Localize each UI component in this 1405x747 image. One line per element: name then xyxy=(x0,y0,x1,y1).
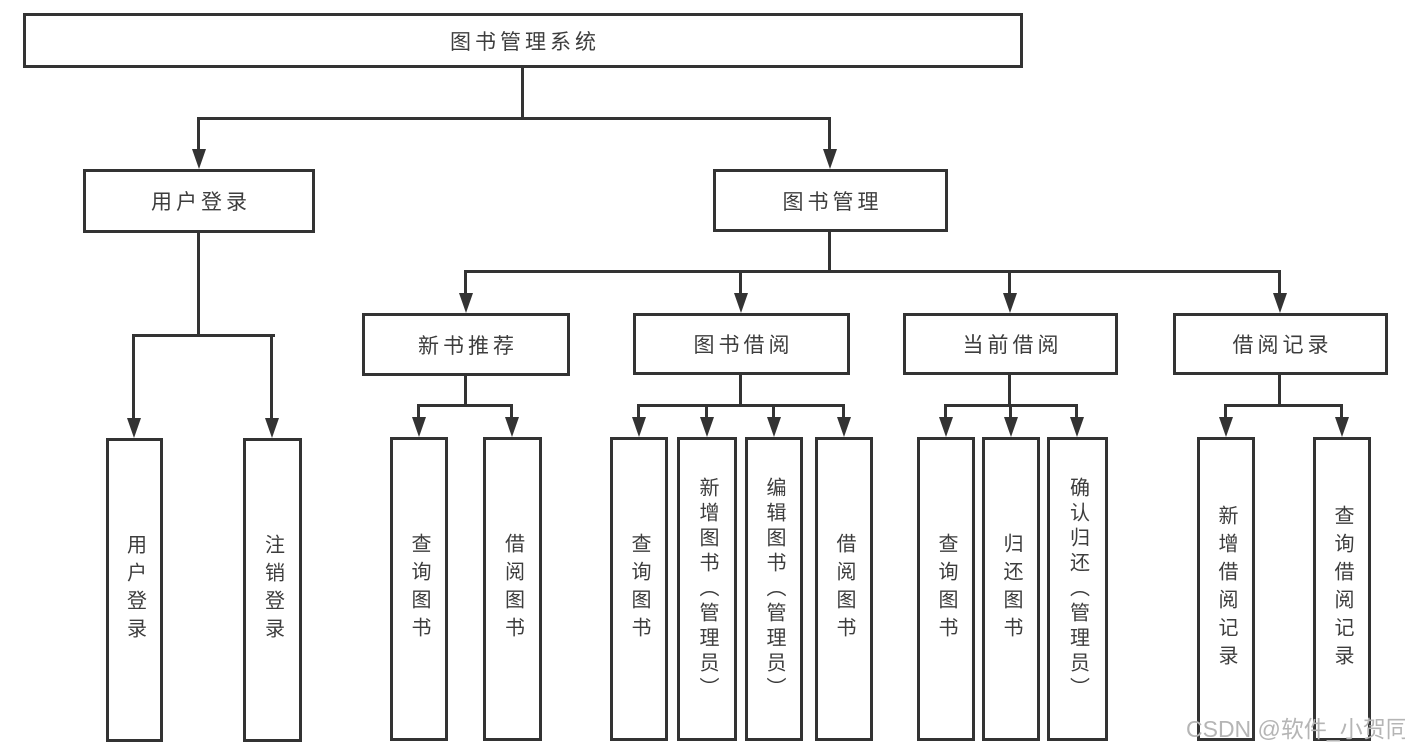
node-current-borrowing: 当前借阅 xyxy=(903,313,1118,375)
leaf-confirm-return-admin: 确认归还（管理员） xyxy=(1047,437,1108,741)
leaf-add-borrow-record: 新增借阅记录 xyxy=(1197,437,1255,741)
arrowhead-down-icon xyxy=(1004,417,1018,437)
leaf-query-books-3: 查询图书 xyxy=(917,437,975,741)
connector-stub xyxy=(1278,374,1281,407)
connector-stub xyxy=(464,375,467,407)
connector-root-stub xyxy=(521,68,524,120)
connector-stub xyxy=(739,374,742,407)
connector-arrow-shaft xyxy=(1278,270,1281,293)
connector-arrow-shaft xyxy=(464,270,467,293)
connector-arrow-shaft xyxy=(197,117,200,151)
leaf-borrow-books-1: 借阅图书 xyxy=(483,437,542,741)
arrowhead-down-icon xyxy=(734,293,748,313)
leaf-query-books-1: 查询图书 xyxy=(390,437,448,741)
connector-arrow-shaft xyxy=(1009,404,1012,418)
arrowhead-down-icon xyxy=(939,417,953,437)
connector-arrow-shaft xyxy=(739,270,742,293)
connector-splitter xyxy=(417,404,513,407)
node-borrowing-records: 借阅记录 xyxy=(1173,313,1388,375)
connector-userlogin-stub xyxy=(197,233,200,337)
connector-arrow-shaft xyxy=(132,334,135,418)
connector-l2-splitter xyxy=(197,117,831,120)
leaf-add-books-admin: 新增图书（管理员） xyxy=(677,437,737,741)
csdn-watermark: CSDN @软件_小贺同学 xyxy=(1186,716,1405,742)
connector-splitter xyxy=(637,404,845,407)
arrowhead-down-icon xyxy=(505,417,519,437)
connector-arrow-shaft xyxy=(772,404,775,418)
connector-arrow-shaft xyxy=(705,404,708,418)
connector-arrow-shaft xyxy=(510,404,513,418)
leaf-return-books: 归还图书 xyxy=(982,437,1040,741)
arrowhead-down-icon xyxy=(127,418,141,438)
connector-arrow-shaft xyxy=(828,117,831,151)
node-book-management: 图书管理 xyxy=(713,169,948,232)
arrowhead-down-icon xyxy=(1219,417,1233,437)
connector-arrow-shaft xyxy=(1224,404,1227,418)
arrowhead-down-icon xyxy=(767,417,781,437)
connector-userlogin-splitter xyxy=(132,334,275,337)
leaf-user-login: 用户登录 xyxy=(106,438,163,742)
arrowhead-down-icon xyxy=(1003,293,1017,313)
arrowhead-down-icon xyxy=(823,149,837,169)
connector-bookmgmt-stub xyxy=(828,232,831,273)
connector-arrow-shaft xyxy=(1008,270,1011,293)
node-book-borrowing: 图书借阅 xyxy=(633,313,850,375)
connector-arrow-shaft xyxy=(417,404,420,418)
arrowhead-down-icon xyxy=(700,417,714,437)
arrowhead-down-icon xyxy=(1070,417,1084,437)
arrowhead-down-icon xyxy=(837,417,851,437)
connector-arrow-shaft xyxy=(944,404,947,418)
connector-arrow-shaft xyxy=(1075,404,1078,418)
node-user-login: 用户登录 xyxy=(83,169,315,233)
connector-arrow-shaft xyxy=(270,334,273,418)
leaf-borrow-books-2: 借阅图书 xyxy=(815,437,873,741)
connector-splitter xyxy=(1224,404,1343,407)
leaf-query-books-2: 查询图书 xyxy=(610,437,668,741)
connector-l3-splitter xyxy=(464,270,1281,273)
connector-arrow-shaft xyxy=(1340,404,1343,418)
arrowhead-down-icon xyxy=(1273,293,1287,313)
arrowhead-down-icon xyxy=(412,417,426,437)
arrowhead-down-icon xyxy=(632,417,646,437)
connector-arrow-shaft xyxy=(842,404,845,418)
arrowhead-down-icon xyxy=(192,149,206,169)
arrowhead-down-icon xyxy=(459,293,473,313)
connector-stub xyxy=(1008,374,1011,407)
leaf-query-borrow-record: 查询借阅记录 xyxy=(1313,437,1371,741)
connector-arrow-shaft xyxy=(637,404,640,418)
leaf-edit-books-admin: 编辑图书（管理员） xyxy=(745,437,803,741)
node-library-system: 图书管理系统 xyxy=(23,13,1023,68)
arrowhead-down-icon xyxy=(265,418,279,438)
leaf-logout: 注销登录 xyxy=(243,438,302,742)
node-new-book-recommend: 新书推荐 xyxy=(362,313,570,376)
arrowhead-down-icon xyxy=(1335,417,1349,437)
